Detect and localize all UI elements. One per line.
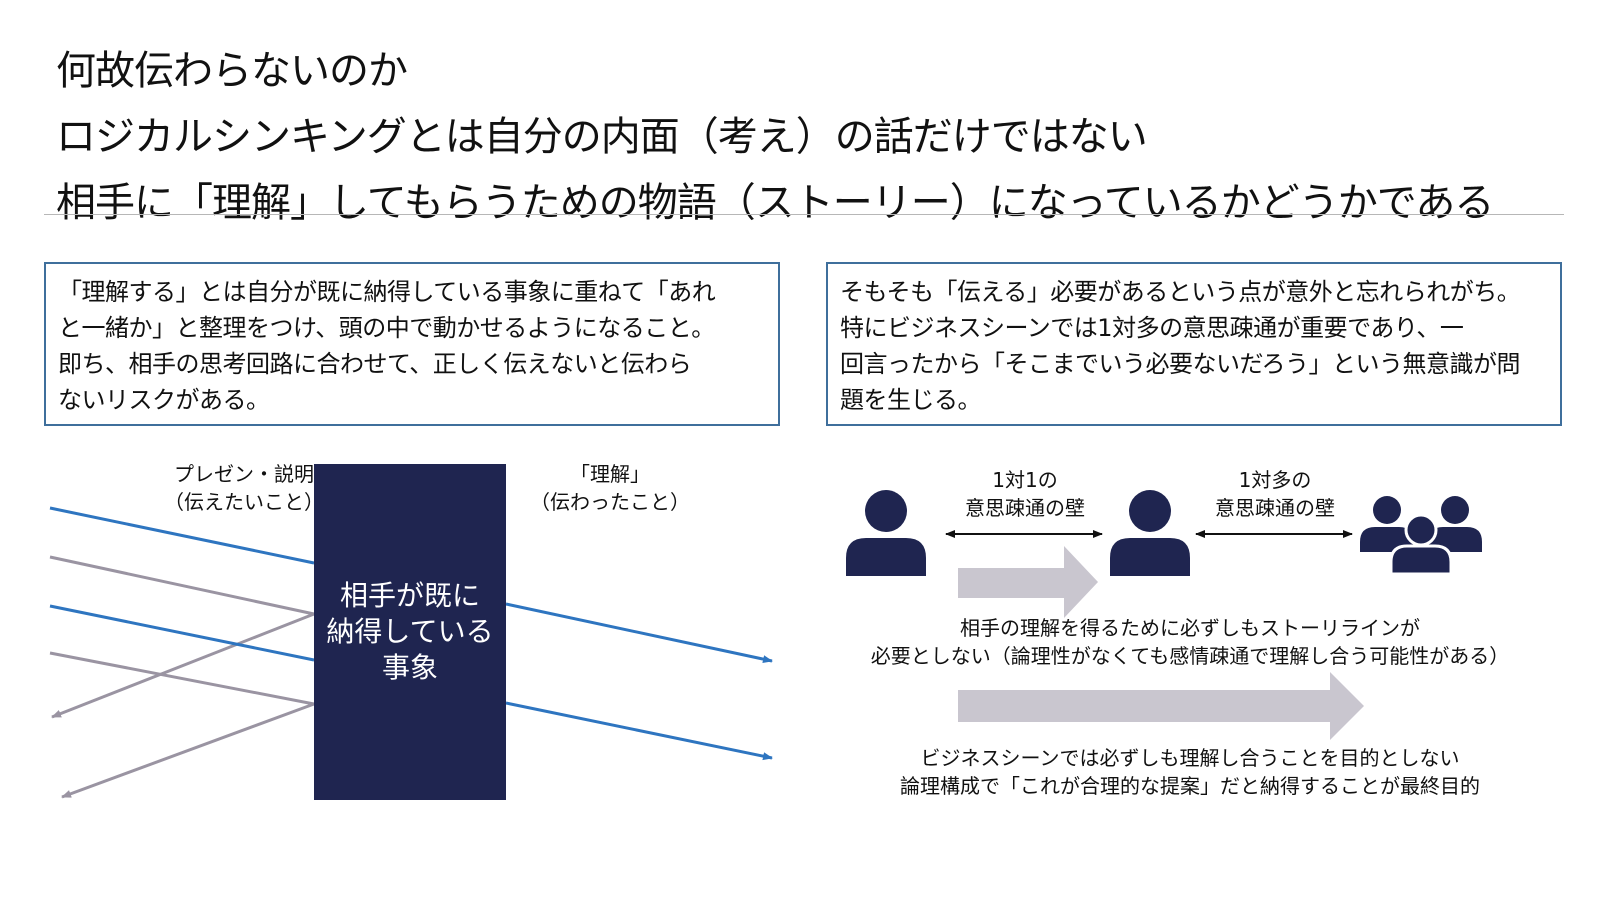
caption-one-to-one: 相手の理解を得るために必ずしもストーリラインが 必要としない（論理性がなくても感… [820,614,1560,670]
wall-2-label: 1対多の 意思疎通の壁 [1190,466,1360,522]
caption-line: 論理構成で「これが合理的な提案」だと納得することが最終目的 [900,774,1480,798]
input-label-line: （伝えたいこと） [164,490,324,514]
understanding-core-box: 相手が既に 納得している 事象 [314,464,506,800]
output-label: 「理解」 （伝わったこと） [520,460,700,516]
title-line-3: 相手に「理解」してもらうための物語（ストーリー）になっているかどうかである [56,180,1494,226]
output-label-line: 「理解」 [570,462,650,486]
person-icon [846,490,926,576]
caption-line: 相手の理解を得るために必ずしもストーリラインが [960,616,1420,640]
caption-one-to-many: ビジネスシーンでは必ずしも理解し合うことを目的としない 論理構成で「これが合理的… [820,744,1560,800]
wall-2-label-line: 1対多の [1238,468,1312,492]
left-explanation-box: 「理解する」とは自分が既に納得している事象に重ねて「あれ と一緒か」と整理をつけ… [44,262,780,426]
person-icon [1110,490,1190,576]
reflected-line-out-2 [61,702,315,799]
title-divider [44,214,1564,215]
left-box-line: 「理解する」とは自分が既に納得している事象に重ねて「あれ [58,278,716,306]
right-box-line: そもそも「伝える」必要があるという点が意外と忘れられがち。 [840,278,1521,306]
right-box-line: 特にビジネスシーンでは1対多の意思疎通が重要であり、一 [840,314,1464,342]
title-line-2: ロジカルシンキングとは自分の内面（考え）の話だけではない [56,114,1148,160]
core-line: 事象 [381,651,438,684]
wall-1-label-line: 意思疎通の壁 [965,496,1085,520]
long-progress-arrow [958,672,1364,740]
title-line-1: 何故伝わらないのか [56,48,408,94]
output-label-line: （伝わったこと） [530,490,690,514]
wall-2-label-line: 意思疎通の壁 [1215,496,1335,520]
input-label-line: プレゼン・説明 [174,462,314,486]
input-label: プレゼン・説明 （伝えたいこと） [124,460,364,516]
core-line: 相手が既に [339,579,480,612]
caption-line: 必要としない（論理性がなくても感情疎通で理解し合う可能性がある） [870,644,1510,668]
left-box-line: と一緒か」と整理をつけ、頭の中で動かせるようになること。 [58,314,715,342]
left-box-line: 即ち、相手の思考回路に合わせて、正しく伝えないと伝わら [58,350,692,378]
passing-line-in-1 [49,506,315,565]
short-progress-arrow [958,546,1098,618]
right-explanation-box: そもそも「伝える」必要があるという点が意外と忘れられがち。 特にビジネスシーンで… [826,262,1562,426]
right-box-line: 回言ったから「そこまでいう必要ないだろう」という無意識が問 [840,350,1521,378]
passing-line-out-2 [505,701,773,761]
reflected-line-in-1 [49,555,315,616]
left-box-line: ないリスクがある。 [58,386,270,414]
group-icon [1360,496,1482,576]
slide-title: 何故伝わらないのか ロジカルシンキングとは自分の内面（考え）の話だけではない 相… [56,38,1536,236]
caption-line: ビジネスシーンでは必ずしも理解し合うことを目的としない [920,746,1460,770]
right-box-line: 題を生じる。 [840,386,982,414]
reflected-line-in-2 [49,651,315,706]
wall-1-label: 1対1の 意思疎通の壁 [940,466,1110,522]
reflected-line-out-1 [51,612,315,719]
passing-line-in-2 [49,604,315,662]
wall-1-label-line: 1対1の [992,468,1058,492]
core-line: 納得している [326,615,494,648]
passing-line-out-1 [505,602,773,664]
